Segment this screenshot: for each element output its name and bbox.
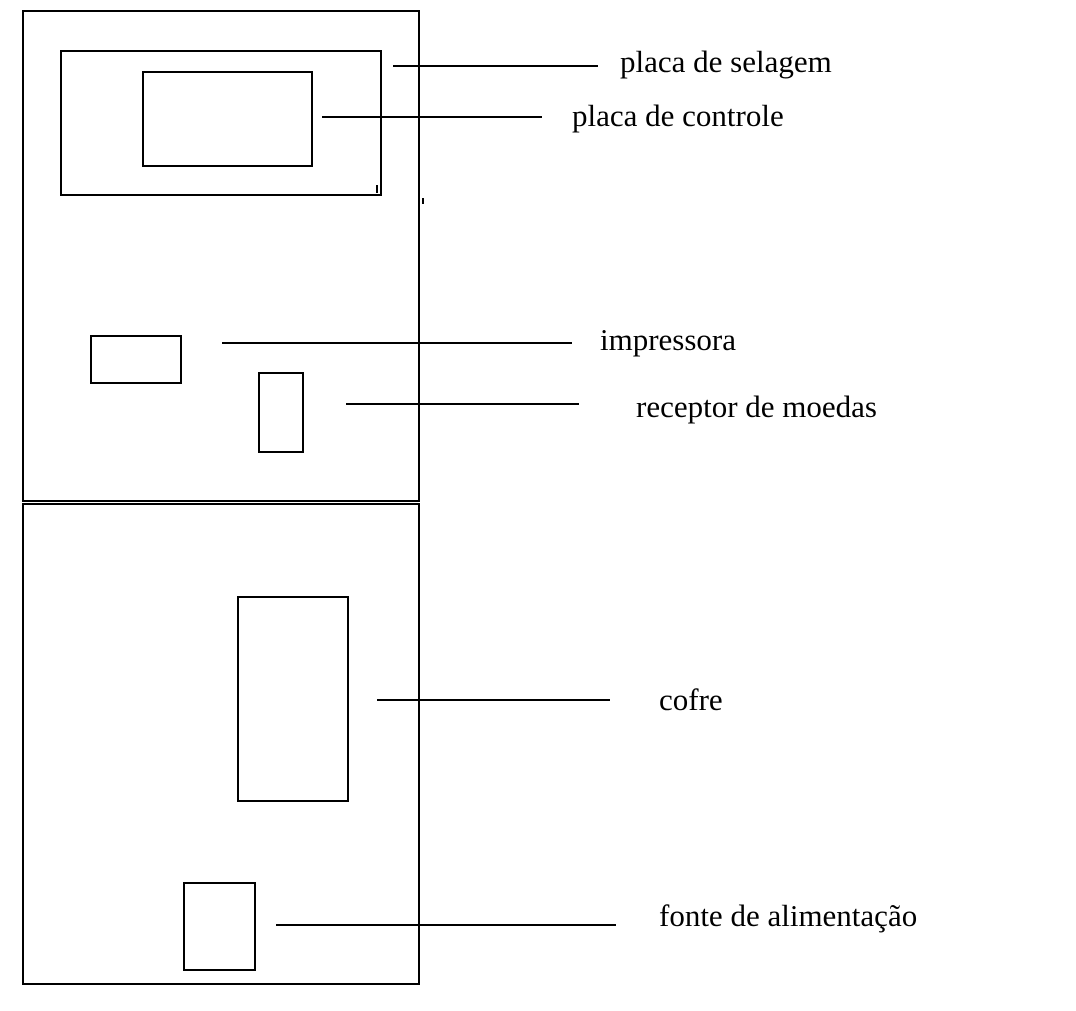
leader-line-control-board xyxy=(322,116,542,118)
printer-box xyxy=(90,335,182,384)
safe-box xyxy=(237,596,349,802)
corner-tick-mark xyxy=(376,185,378,193)
leader-line-power-supply xyxy=(276,924,616,926)
label-printer: impressora xyxy=(600,322,737,357)
leader-line-safe xyxy=(377,699,610,701)
cabinet-upper-section xyxy=(22,10,420,502)
label-sealing-plate: placa de selagem xyxy=(620,44,832,79)
label-power-supply: fonte de alimentação xyxy=(659,898,918,933)
leader-line-sealing-plate xyxy=(393,65,598,67)
label-coin-receiver: receptor de moedas xyxy=(636,389,877,424)
leader-line-coin-receiver xyxy=(346,403,579,405)
label-control-board: placa de controle xyxy=(572,98,784,133)
label-safe: cofre xyxy=(659,682,723,717)
control-board-box xyxy=(142,71,313,167)
power-supply-box xyxy=(183,882,256,971)
coin-receiver-box xyxy=(258,372,304,453)
corner-tick-mark xyxy=(422,198,424,204)
cabinet-lower-section xyxy=(22,503,420,985)
sealing-plate-box xyxy=(60,50,382,196)
leader-line-printer xyxy=(222,342,572,344)
